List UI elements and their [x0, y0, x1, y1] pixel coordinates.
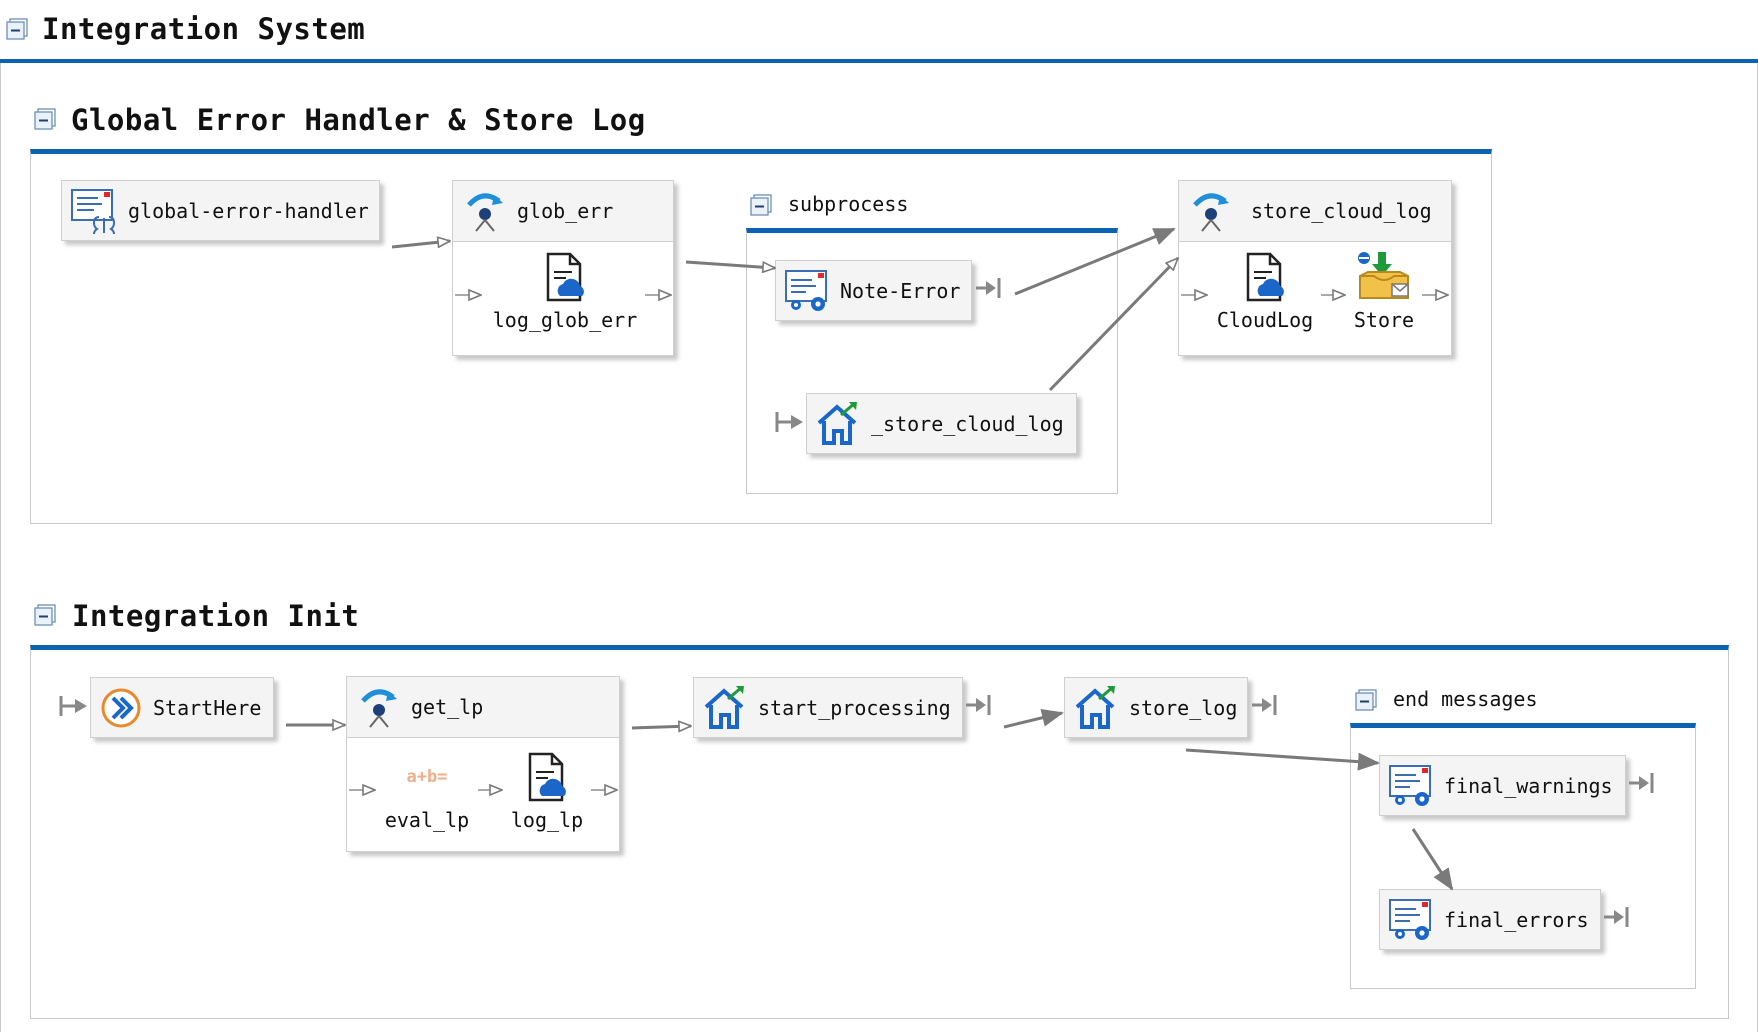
final-errors-node[interactable]: final_errors — [1379, 889, 1601, 950]
notification-icon — [1389, 898, 1431, 940]
log-lp-label: log_lp — [510, 808, 584, 832]
notification-icon — [785, 269, 827, 311]
glob-err-header[interactable]: glob_err — [453, 181, 673, 242]
start-here-label: StartHere — [153, 695, 262, 720]
global-error-handler-node[interactable]: global-error-handler — [61, 180, 380, 241]
store-label: Store — [1353, 308, 1415, 332]
get-lp-label: get_lp — [411, 695, 484, 719]
collapse-icon[interactable] — [750, 194, 772, 216]
get-lp-header[interactable]: get_lp — [347, 677, 619, 738]
final-warnings-node[interactable]: final_warnings — [1379, 755, 1626, 816]
notification-icon — [1389, 764, 1431, 806]
log-lp-step[interactable]: log_lp — [497, 752, 597, 832]
system-title: Integration System — [42, 12, 366, 46]
start-processing-node[interactable]: start_processing — [693, 677, 963, 738]
store-cloud-log-ref-node[interactable]: _store_cloud_log — [806, 393, 1077, 454]
home-icon — [817, 401, 857, 445]
system-frame-left — [0, 63, 1, 1032]
system-divider — [0, 59, 1758, 63]
home-icon — [704, 685, 744, 729]
log-glob-err-step[interactable]: log_glob_err — [480, 252, 650, 332]
collapse-icon[interactable] — [1355, 689, 1377, 711]
store-cloud-log-label: store_cloud_log — [1251, 199, 1432, 223]
start-icon — [101, 688, 141, 727]
final-errors-label: final_errors — [1444, 907, 1589, 932]
store-log-label: store_log — [1129, 695, 1238, 720]
cloudlog-step[interactable]: CloudLog — [1205, 252, 1325, 332]
subprocess-label: subprocess — [788, 192, 909, 216]
store-cloud-log-ref-label: _store_cloud_log — [871, 411, 1064, 436]
glob-err-label: glob_err — [517, 199, 614, 223]
eval-lp-label: eval_lp — [384, 808, 470, 832]
global-section-title: Global Error Handler & Store Log — [71, 103, 646, 137]
collapse-icon[interactable] — [6, 18, 28, 40]
eval-lp-step[interactable]: a+b= eval_lp — [375, 752, 479, 832]
end-messages-label: end messages — [1393, 687, 1538, 711]
cloudlog-label: CloudLog — [1216, 308, 1314, 332]
log-glob-err-label: log_glob_err — [492, 308, 638, 332]
init-section-title: Integration Init — [72, 599, 360, 633]
store-step[interactable]: Store — [1335, 252, 1433, 332]
store-cloud-log-node[interactable]: store_cloud_log — [1178, 180, 1452, 356]
global-error-handler-label: global-error-handler — [128, 198, 369, 223]
eval-icon: a+b= — [406, 767, 448, 787]
catch-icon — [467, 193, 503, 232]
document-cloud-icon — [1246, 252, 1284, 302]
final-warnings-label: final_warnings — [1444, 773, 1613, 798]
store-cloud-log-header[interactable]: store_cloud_log — [1179, 181, 1451, 242]
start-processing-label: start_processing — [758, 695, 951, 720]
handler-icon — [71, 188, 116, 234]
collapse-icon[interactable] — [34, 604, 56, 626]
collapse-icon[interactable] — [34, 108, 56, 130]
catch-icon — [1193, 193, 1229, 232]
start-here-node[interactable]: StartHere — [90, 677, 274, 738]
get-lp-node[interactable]: get_lp — [346, 676, 620, 852]
store-log-node[interactable]: store_log — [1064, 677, 1248, 738]
store-icon — [1358, 252, 1409, 299]
home-icon — [1075, 685, 1115, 729]
catch-icon — [361, 689, 397, 728]
note-error-node[interactable]: Note-Error — [775, 260, 972, 321]
document-cloud-icon — [528, 752, 566, 802]
note-error-label: Note-Error — [840, 278, 961, 303]
document-cloud-icon — [546, 252, 584, 302]
